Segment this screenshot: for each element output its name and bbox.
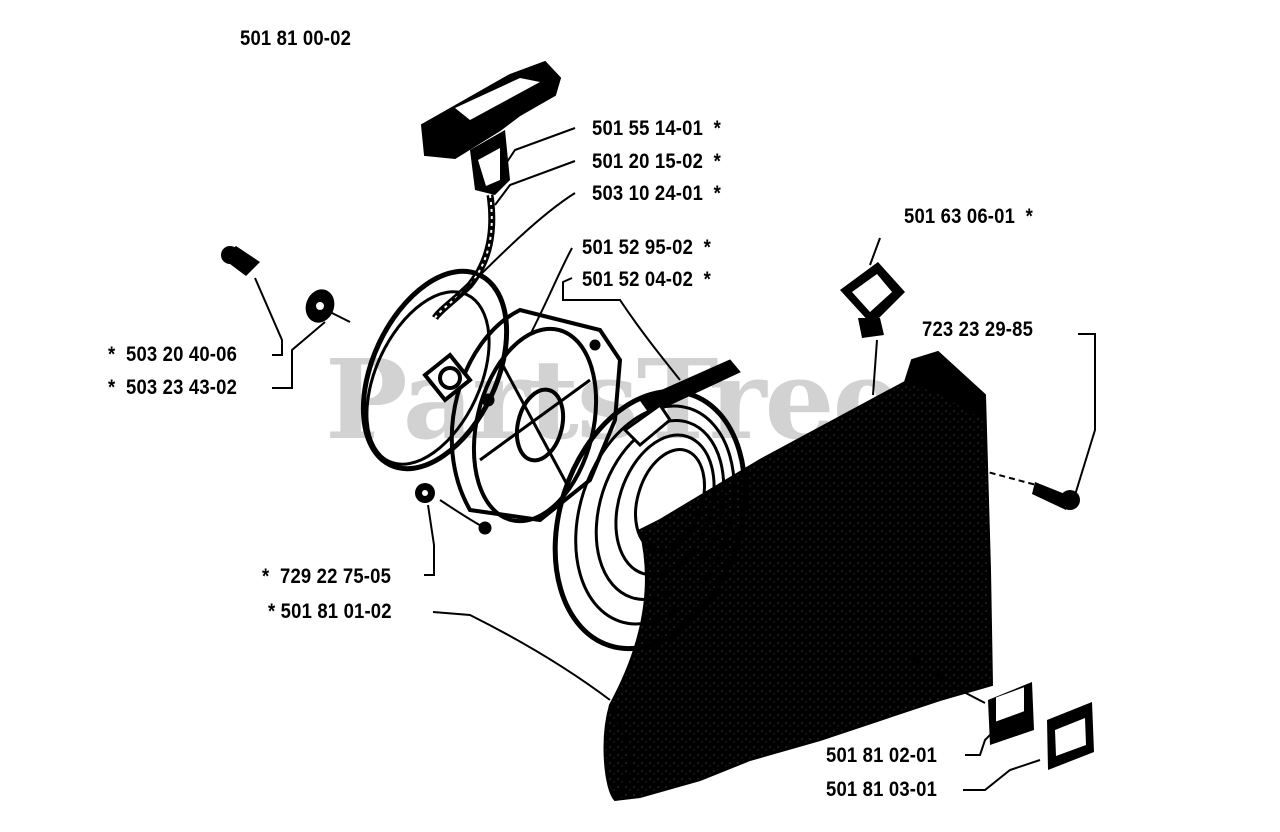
assembly-number: 501 81 00-02 <box>240 27 352 50</box>
callout-air-valve: 501 63 06-01 * <box>904 205 1034 228</box>
pawl-screw-shape <box>415 483 435 503</box>
spring-cassette-shape <box>552 359 748 652</box>
starter-cord-shape <box>432 194 496 321</box>
callout-center-screw: * 503 20 40-06 <box>108 343 238 366</box>
callout-washer: * 503 23 43-02 <box>108 376 238 399</box>
air-valve-shape <box>840 262 905 338</box>
callout-cover-screw: 723 23 29-85 <box>922 318 1034 341</box>
callout-decal-1: 501 81 02-01 <box>826 744 938 767</box>
leader-lines <box>254 127 1096 791</box>
starter-housing-shape <box>603 350 994 802</box>
callout-starter-housing: * 501 81 01-02 <box>268 600 392 623</box>
callout-handle: 501 55 14-01 * <box>592 117 722 140</box>
callout-decal-2: 501 81 03-01 <box>826 778 938 801</box>
pulley-shape <box>449 307 623 535</box>
center-screw-shape <box>221 246 260 276</box>
callout-pawl-screw: * 729 22 75-05 <box>262 565 392 588</box>
callout-starter-cord: 503 10 24-01 * <box>592 182 722 205</box>
callout-pulley: 501 52 95-02 * <box>582 236 712 259</box>
decal-1-shape <box>988 682 1034 745</box>
decal-2-shape <box>1047 702 1094 770</box>
washer-shape <box>305 289 335 323</box>
handle-shape <box>420 60 562 195</box>
callout-handle-insert: 501 20 15-02 * <box>592 150 722 173</box>
callout-spring-cassette: 501 52 04-02 * <box>582 268 712 291</box>
